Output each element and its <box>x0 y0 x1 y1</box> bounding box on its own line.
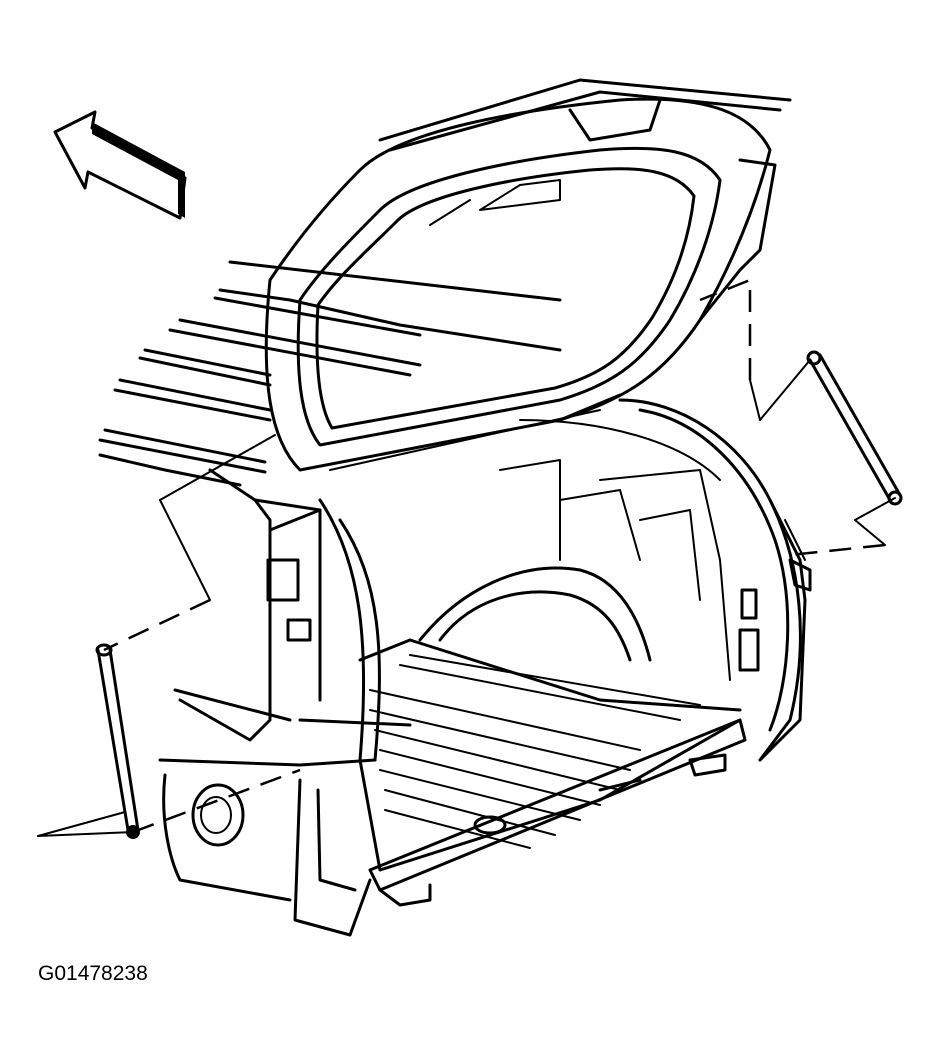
front-direction-arrow-icon <box>53 110 187 220</box>
liftgate-frame-drawing <box>264 78 792 472</box>
leader-lines <box>37 278 896 837</box>
liftgate-strut-right <box>806 350 903 506</box>
liftgate-strut-left <box>95 643 140 839</box>
cargo-area-drawing <box>318 398 802 907</box>
figure-id-label: G01478238 <box>38 962 148 985</box>
roof-panel-drawing <box>98 260 562 487</box>
body-quarter-panel-left <box>158 468 412 937</box>
